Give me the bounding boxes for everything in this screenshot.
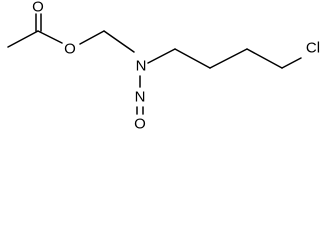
bond-c4-chlorine (281, 57, 302, 69)
bond-ester-oxygen-methylene (79, 30, 105, 45)
bond-methylene-nitrogen (103, 30, 135, 53)
bond-methyl-carbonyl (7, 30, 39, 48)
bond-c1-c2 (174, 48, 211, 69)
structure-canvas: O O N N O Cl (7, 0, 321, 133)
chlorine-label: Cl (306, 40, 320, 57)
nitroso-oxygen-label: O (134, 116, 146, 133)
molecule-diagram: O O N N O Cl (7, 0, 320, 133)
carbonyl-oxygen-label: O (32, 0, 44, 16)
ester-oxygen-label: O (64, 41, 76, 58)
bond-c2-c3 (209, 48, 248, 69)
bond-c3-c4 (246, 48, 283, 69)
nitroso-nitrogen-label: N (135, 89, 146, 106)
bond-nitrogen-c1 (147, 48, 176, 64)
amine-nitrogen-label: N (136, 58, 147, 75)
bond-carbonyl-ester-oxygen (37, 30, 63, 44)
